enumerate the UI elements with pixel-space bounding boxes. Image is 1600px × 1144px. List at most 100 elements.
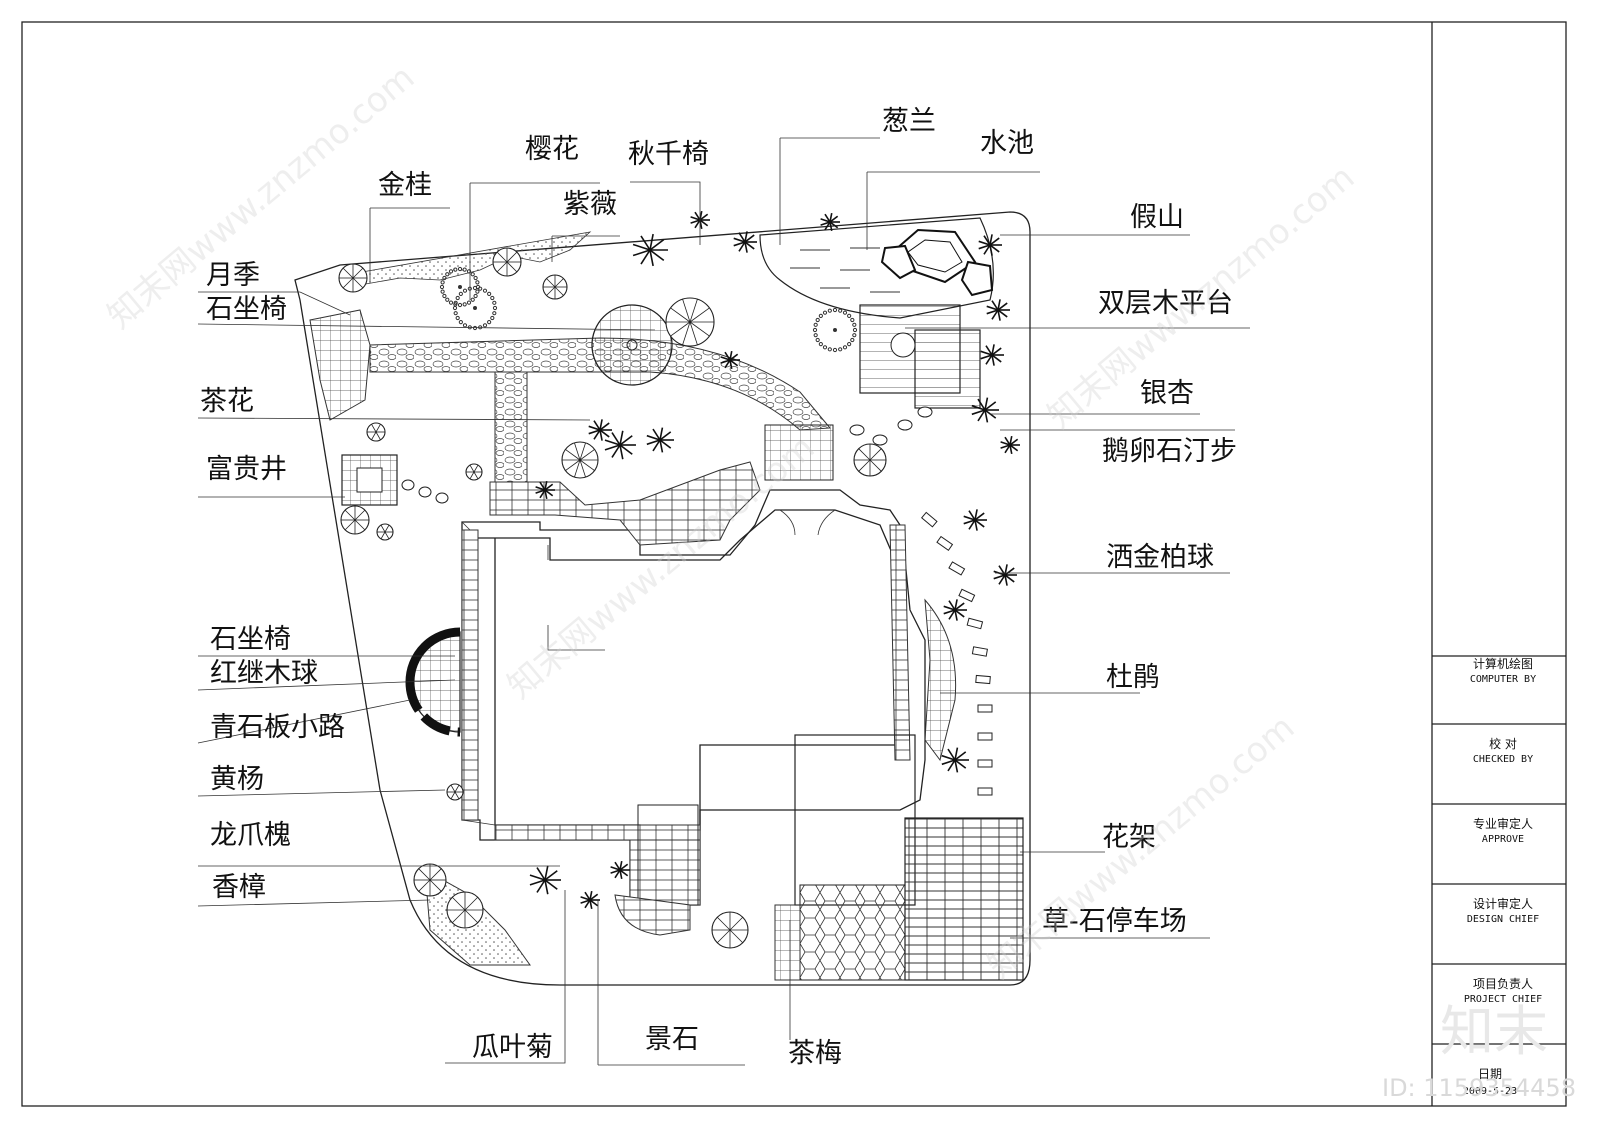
shrub-symbol — [978, 234, 1002, 256]
title-block: 计算机绘图 COMPUTER BY 校 对 CHECKED BY 专业审定人 A… — [1432, 656, 1566, 1097]
rockery — [880, 228, 994, 297]
watermark-site-2: 知末网www.znzmo.com — [500, 427, 822, 706]
flower-tree-symbol — [439, 266, 481, 308]
label-conglan: 葱兰 — [882, 106, 936, 137]
entry-platform — [764, 424, 834, 481]
round-plaza — [591, 304, 673, 386]
tb-checked-en: CHECKED BY — [1473, 754, 1533, 765]
label-sajinbaiqiu: 洒金柏球 — [1106, 542, 1214, 573]
shrub-symbol — [733, 231, 757, 253]
label-shizuoyi-west: 石坐椅 — [210, 624, 291, 655]
stepping-stones — [401, 406, 933, 504]
label-chahua: 茶花 — [200, 386, 254, 417]
tb-date-cn: 日期 — [1478, 1067, 1502, 1081]
shrub-symbol — [529, 865, 561, 895]
watermark-site-4: 知末网www.znzmo.com — [980, 707, 1302, 986]
azalea-bed — [924, 598, 957, 762]
shrub-symbol — [535, 480, 555, 500]
label-huajia: 花架 — [1102, 822, 1156, 853]
shrub-symbol — [1000, 435, 1020, 455]
tb-computer-cn: 计算机绘图 — [1473, 656, 1533, 671]
shrub-symbol — [820, 212, 840, 232]
tb-computer-en: COMPUTER BY — [1470, 674, 1536, 685]
label-dujuan: 杜鹃 — [1106, 662, 1160, 693]
drawing-frame — [21, 21, 1567, 1107]
tree-symbol — [711, 911, 749, 949]
house-footprint — [461, 489, 926, 906]
label-jingshi: 景石 — [645, 1024, 699, 1055]
tb-design-cn: 设计审定人 — [1473, 896, 1533, 911]
label-yueji: 月季 — [206, 260, 260, 291]
label-shuichi: 水池 — [980, 128, 1034, 159]
paving-west — [309, 309, 371, 421]
shrub-symbol — [980, 344, 1004, 366]
tree-symbol — [665, 297, 715, 347]
tree-symbol — [413, 863, 447, 897]
tb-approve-en: APPROVE — [1482, 834, 1524, 845]
label-chamei: 茶梅 — [788, 1038, 842, 1069]
shrub-symbol — [993, 564, 1017, 586]
tree-symbol — [338, 263, 368, 293]
label-yinxing: 银杏 — [1140, 378, 1194, 409]
shrub-symbol — [604, 430, 636, 460]
label-qingshiban-path: 青石板小路 — [210, 712, 345, 743]
camellia-bed — [774, 904, 801, 981]
plant-labels: 金桂 月季 石坐椅 茶花 富贵井 石坐椅 红继木球 青石板小路 黄杨 龙爪槐 香… — [200, 106, 1237, 1069]
shrub-symbol — [588, 419, 612, 441]
tb-project-en: PROJECT CHIEF — [1464, 994, 1542, 1005]
tree-symbol — [542, 274, 568, 300]
tb-date-value: 2009-5-23 — [1463, 1086, 1517, 1097]
flower-tree-symbol — [812, 307, 858, 353]
flower-tree-symbol — [452, 285, 498, 331]
tb-project-cn: 项目负责人 — [1473, 977, 1533, 991]
tree-symbol — [446, 783, 464, 801]
site-boundary — [294, 211, 1031, 986]
tree-symbol — [340, 505, 370, 535]
west-seating-semicircle — [405, 627, 461, 737]
label-ziwei: 紫薇 — [563, 189, 617, 220]
tb-approve-cn: 专业审定人 — [1473, 816, 1533, 831]
shrub-symbol — [580, 890, 600, 910]
shrub-symbol — [720, 350, 740, 370]
tree-symbol — [465, 463, 483, 481]
tb-design-en: DESIGN CHIEF — [1467, 914, 1539, 925]
shrub-symbol — [963, 509, 987, 531]
leader-lines — [197, 137, 1250, 1066]
tree-symbol — [492, 247, 522, 277]
shrub-symbol — [646, 427, 674, 453]
plant-symbols — [338, 210, 1020, 949]
grass-stone-parking — [799, 884, 906, 981]
tree-symbol — [853, 443, 887, 477]
tree-symbol — [366, 422, 386, 442]
shrub-symbol — [943, 599, 967, 621]
label-xiangzhang: 香樟 — [212, 872, 266, 903]
watermark-site-3: 知末网www.znzmo.com — [1040, 157, 1362, 436]
label-fuguijing: 富贵井 — [206, 454, 287, 485]
east-pavers — [921, 511, 993, 796]
tree-symbol — [446, 891, 484, 929]
label-jiashan: 假山 — [1130, 202, 1184, 233]
label-qiuqianyi: 秋千椅 — [628, 139, 709, 170]
shrub-symbol — [941, 747, 969, 773]
fortune-well — [341, 454, 398, 506]
label-huangyang: 黄杨 — [210, 764, 264, 795]
label-wood-deck: 双层木平台 — [1098, 288, 1233, 319]
front-terrace — [489, 461, 761, 546]
label-guayeju: 瓜叶菊 — [472, 1032, 553, 1063]
shrub-symbol — [986, 299, 1010, 321]
pergola — [904, 817, 1024, 981]
cobble-path-spur — [494, 371, 528, 483]
label-yinghua: 樱花 — [525, 134, 579, 165]
tree-symbol — [561, 441, 599, 479]
shrub-symbol — [610, 860, 630, 880]
watermark-id: ID: 1159354458 — [1382, 1074, 1576, 1102]
label-hongjimuqiu: 红继木球 — [210, 658, 318, 689]
tb-checked-cn: 校 对 — [1489, 736, 1517, 751]
shrub-symbol — [632, 233, 668, 267]
label-longzhuahuai: 龙爪槐 — [210, 820, 291, 851]
label-parking: 草-石停车场 — [1042, 906, 1187, 937]
label-shizuoyi-north: 石坐椅 — [206, 294, 287, 325]
watermark-brand: 知末 — [1440, 1000, 1548, 1063]
label-stepping-stones: 鹅卵石汀步 — [1102, 436, 1237, 467]
